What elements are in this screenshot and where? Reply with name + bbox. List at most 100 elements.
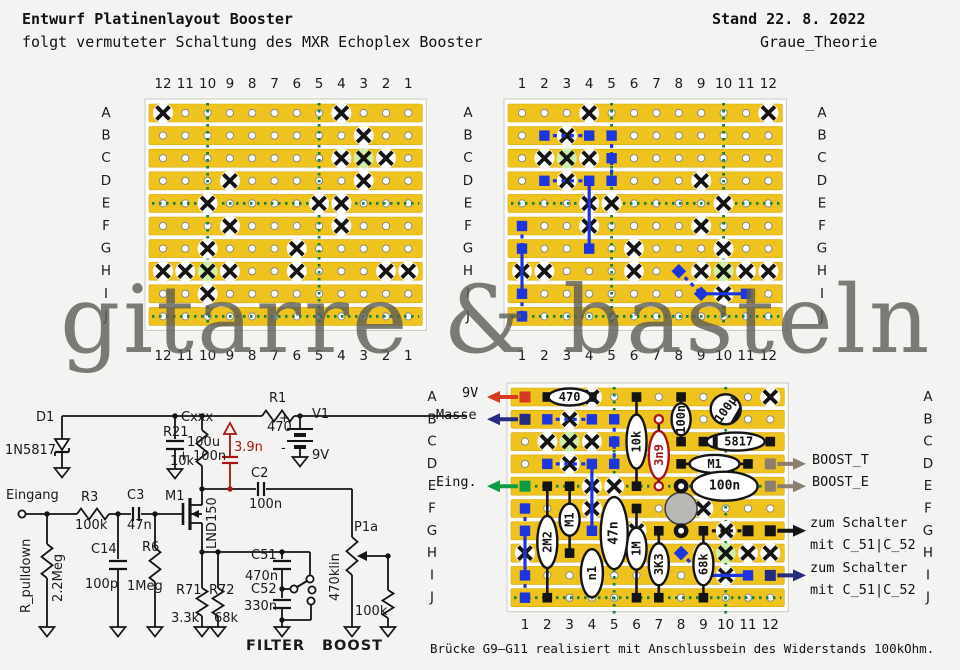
grid-label: 5: [607, 76, 616, 92]
hole: [741, 221, 751, 231]
component-transistor: [664, 478, 698, 539]
schematic-label-2-2Meg: 2.2Meg: [51, 553, 66, 602]
schematic-label-3-3k: 3.3k: [171, 611, 200, 626]
hole: [181, 154, 190, 163]
hole: [540, 221, 549, 231]
grid-label: C: [923, 434, 932, 450]
hole: [181, 176, 190, 185]
link-pad-F1: [516, 220, 528, 232]
track-cut-H10: [715, 543, 736, 564]
ground-symbol: [192, 626, 212, 638]
grid-label: 12: [154, 76, 171, 92]
grid-label: 7: [652, 76, 661, 92]
hole: [520, 459, 530, 468]
hole: [652, 154, 661, 163]
copper-strip-H: [148, 261, 423, 281]
copper-strip-B: [148, 126, 423, 145]
hole: [652, 244, 661, 253]
schematic-label-R_pulldown: R_pulldown: [19, 538, 34, 613]
track-cut-H2: [376, 261, 396, 282]
red-arrow-up: [222, 421, 238, 435]
svg-text:68k: 68k: [696, 553, 710, 575]
copper-strip-F: [507, 216, 783, 236]
io-arrow-zum-schalter: [777, 524, 806, 537]
hole: [674, 154, 683, 163]
copper-strip-G: [148, 239, 423, 258]
grid-label: 1: [518, 76, 527, 92]
grid-label: A: [427, 389, 437, 405]
copper-strip-H: [507, 261, 783, 281]
schematic-label-C3: C3: [127, 488, 145, 503]
hole: [652, 289, 661, 298]
hole: [337, 244, 346, 253]
hole: [652, 221, 661, 231]
hole: [404, 244, 413, 253]
track-cut-H11: [738, 543, 758, 564]
grid-label: 10: [715, 348, 732, 364]
hole: [719, 154, 728, 163]
grid-label: I: [104, 286, 108, 302]
grid-label: 10: [199, 348, 216, 364]
grid-label: I: [926, 567, 930, 583]
grid-label: 8: [675, 348, 684, 364]
link-pad-H8: [671, 263, 687, 279]
schematic-label-100p: 100p: [85, 577, 119, 592]
track-cut-D3: [556, 170, 577, 191]
track-cut-C4: [579, 148, 600, 169]
resistor-symbol: [380, 589, 396, 619]
hole: [743, 392, 753, 402]
link-pad-I1: [516, 288, 528, 299]
schematic-label-FILTER: FILTER: [246, 638, 306, 654]
schematic-label-Cxxx: Cxxx: [181, 410, 214, 425]
ground-symbol: [165, 468, 185, 480]
ground-symbol: [208, 626, 228, 638]
hole: [292, 154, 301, 163]
hole: [585, 289, 594, 298]
hole: [248, 176, 257, 185]
grid-label: 11: [739, 617, 756, 633]
schematic-label-R6: R6: [142, 540, 160, 555]
schematic-label-100k: 100k: [355, 604, 388, 619]
hole: [181, 221, 190, 231]
grid-label: E: [464, 195, 473, 211]
hole: [248, 244, 257, 253]
schematic-label-100u: 100u: [187, 435, 221, 450]
schematic-label-C51: C51: [251, 548, 277, 563]
schematic-label-R71: R71: [176, 583, 202, 598]
hole: [743, 504, 753, 513]
hole: [381, 221, 391, 231]
hole: [741, 154, 751, 163]
hole: [359, 108, 368, 118]
grid-label: G: [427, 523, 437, 539]
grid-label: D: [817, 173, 827, 189]
hole: [743, 415, 753, 424]
hole: [654, 392, 663, 402]
grid-label: E: [428, 478, 437, 494]
diode-band: [712, 435, 718, 449]
schematic-label-C2: C2: [251, 466, 269, 481]
grid-label: A: [463, 105, 473, 121]
io-arrow-boost_e: [777, 480, 806, 493]
schematic-label-C14: C14: [91, 542, 117, 557]
hole: [292, 176, 301, 185]
schematic-label-D1: D1: [36, 410, 55, 425]
schematic-label-R21: R21: [163, 425, 189, 440]
ground-symbol: [378, 626, 398, 638]
resistor-symbol: [210, 587, 226, 617]
grid-label: G: [101, 241, 111, 257]
page-subtitle: folgt vermuteter Schaltung des MXR Echop…: [22, 33, 483, 51]
component-68k: 68k: [692, 526, 715, 603]
grid-label: H: [427, 545, 437, 561]
hole: [674, 312, 683, 321]
track-cut-F9: [693, 498, 714, 519]
ground-symbol: [52, 467, 72, 479]
hole: [225, 131, 234, 140]
hole: [248, 108, 257, 118]
grid-label: 12: [762, 617, 779, 633]
io-pad-E1: [519, 480, 531, 492]
track-cut-H12: [758, 261, 779, 282]
schematic-label-R1: R1: [269, 391, 287, 406]
hole: [248, 131, 257, 140]
hole: [404, 176, 413, 185]
